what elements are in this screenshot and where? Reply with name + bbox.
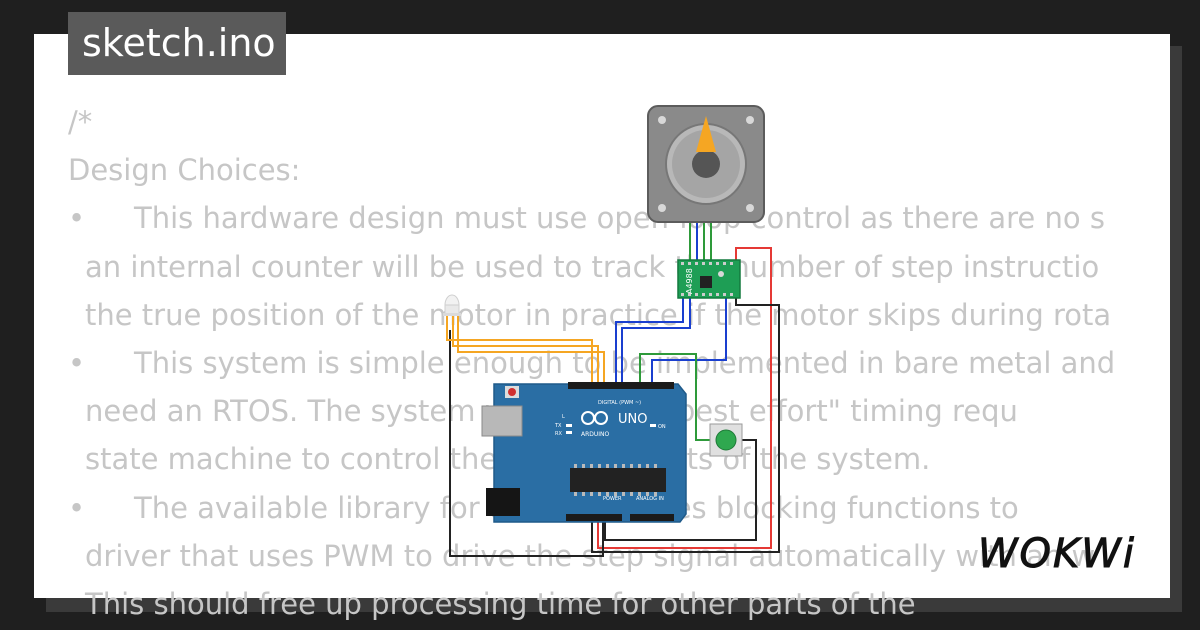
bullet-marker: • [68, 345, 86, 380]
arduino-logo-icon [581, 411, 608, 425]
microcontroller-chip [570, 468, 666, 492]
code-line: This should free up processing time for … [68, 580, 1128, 628]
ground-wire-driver [591, 298, 780, 553]
code-line: • This hardware design must use open-loop… [68, 194, 1128, 242]
analog-header [630, 514, 674, 521]
led-wire-2 [452, 315, 599, 382]
button-wire [639, 353, 712, 441]
digital-label: DIGITAL (PWM ~) [598, 400, 641, 406]
code-line-text: Design Choices: [68, 153, 301, 188]
code-line-text: This should free up processing time for … [85, 586, 916, 621]
code-line: the true position of the motor in practi… [68, 291, 1128, 339]
dir-wire [621, 298, 691, 382]
stepper-motor[interactable] [647, 105, 765, 223]
code-line-text: the true position of the motor in practi… [85, 297, 1112, 332]
uno-label: UNO [618, 412, 647, 427]
rx-label: RX [555, 431, 562, 437]
file-tab[interactable]: sketch.ino [68, 12, 286, 75]
code-line: Design Choices: [68, 146, 1128, 194]
led-wire-3 [457, 315, 605, 382]
code-line: an internal counter will be used to trac… [68, 243, 1128, 291]
code-line-text: This system is simple enough to be imple… [134, 345, 1116, 380]
l-label: L [562, 414, 565, 420]
push-button[interactable] [709, 423, 743, 457]
arduino-brand: ARDUINO [581, 431, 610, 438]
code-line-text: an internal counter will be used to trac… [85, 249, 1100, 284]
reset-button[interactable] [508, 388, 516, 396]
code-line-text: This hardware design must use open-loop … [134, 201, 1105, 236]
power-header [566, 514, 622, 521]
ground-wire-button [604, 439, 757, 541]
analog-label: ANALOG IN [636, 496, 664, 502]
code-line-text: /* [68, 105, 93, 139]
bullet-marker: • [68, 490, 86, 525]
a4988-driver[interactable]: A4988 [677, 259, 741, 299]
code-line: • This system is simple enough to be impl… [68, 339, 1128, 387]
rx-led [566, 431, 572, 434]
led[interactable] [443, 294, 461, 316]
ground-wire-led [449, 330, 604, 557]
power-jack [486, 488, 520, 516]
tx-led [566, 424, 572, 427]
wokwi-logo-icon: WOKWi [978, 531, 1136, 578]
motor-shaft-indicator [696, 116, 716, 152]
arduino-uno[interactable]: UNO ARDUINO DIGITAL (PWM ~) POWER ANALOG… [481, 382, 687, 523]
digital-header [568, 382, 674, 389]
code-line: /* [68, 98, 1128, 146]
led-wire-1 [446, 315, 593, 382]
driver-label: A4988 [685, 268, 694, 294]
tx-label: TX [554, 423, 562, 429]
on-led [650, 424, 656, 427]
power-label: POWER [603, 496, 622, 502]
on-label: ON [658, 424, 666, 430]
enable-wire [651, 298, 727, 382]
step-wire [615, 298, 684, 382]
wires [446, 220, 780, 557]
power-wire-red [597, 247, 772, 549]
bullet-marker: • [68, 201, 86, 236]
wokwi-logo: WOKWi [978, 528, 1150, 580]
usb-port [481, 405, 523, 437]
svg-text:WOKWi: WOKWi [978, 531, 1136, 576]
